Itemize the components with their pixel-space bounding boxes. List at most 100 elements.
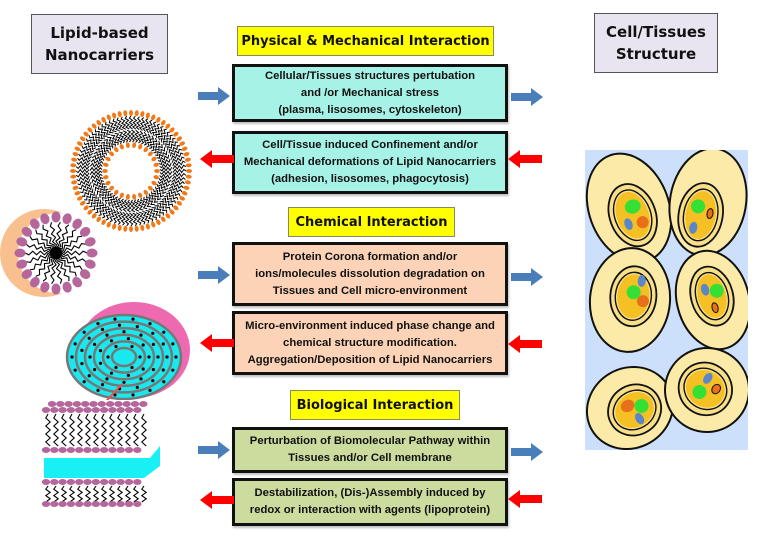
- lipid-head: [87, 127, 93, 133]
- lipid-dot: [147, 355, 151, 359]
- lipid-tail: [159, 170, 173, 176]
- lipid-dot: [174, 355, 178, 359]
- lipid-head: [66, 447, 76, 453]
- lipid-tail: [101, 124, 111, 135]
- lipid-dot: [105, 333, 109, 337]
- lipid-head: [179, 141, 185, 146]
- lipid-tail: [77, 156, 91, 164]
- forward-arrow-icon: [198, 266, 230, 284]
- lipid-head: [86, 248, 98, 258]
- lipid-head: [160, 216, 166, 222]
- lipid-dot: [109, 339, 114, 343]
- lipid-tail: [92, 413, 100, 447]
- lamella-ring: [101, 340, 147, 374]
- lipid-tail: [159, 162, 172, 169]
- lipid-tail: [105, 121, 114, 134]
- lipid-head: [151, 156, 157, 162]
- lipid-head: [72, 152, 79, 157]
- organelle: [624, 199, 641, 214]
- lipid-head: [176, 200, 182, 206]
- lipid-dot: [131, 317, 135, 321]
- lipid-head: [62, 213, 72, 225]
- lipid-tail: [163, 194, 176, 204]
- lipid-tail: [90, 158, 104, 165]
- lipid-tail: [52, 485, 60, 503]
- lipid-head: [113, 189, 119, 195]
- lipid-head: [75, 501, 84, 507]
- lipid-dot: [113, 317, 117, 321]
- tissue-cells-illustration: [585, 150, 748, 450]
- lipid-head: [165, 123, 171, 129]
- lipid-dot: [141, 367, 145, 371]
- lipid-tail: [35, 256, 55, 277]
- lipid-dot: [114, 365, 118, 370]
- lipid-head: [14, 248, 26, 258]
- lipid-tail: [165, 191, 179, 200]
- lipid-dot: [126, 336, 130, 341]
- lipid-head: [124, 447, 134, 453]
- lipid-tail: [78, 182, 92, 190]
- lipid-dot: [148, 388, 152, 392]
- tissue-cell: [664, 347, 748, 433]
- lipid-head: [125, 194, 130, 200]
- lipid-nanocarriers-header: Lipid-based Nanocarriers: [31, 14, 168, 74]
- lipid-tail: [92, 180, 105, 188]
- lipid-tail: [142, 210, 150, 224]
- lipid-tail: [118, 131, 126, 144]
- lipid-tail: [124, 115, 130, 130]
- lipid-tail: [172, 171, 187, 178]
- lipid-dot: [122, 380, 126, 384]
- lipid-head: [179, 196, 185, 201]
- lipid-tail: [59, 254, 77, 277]
- lipid-head: [41, 479, 51, 485]
- lipid-head: [133, 501, 142, 507]
- forward-arrow-icon: [511, 443, 543, 461]
- lipid-tail: [158, 177, 172, 184]
- lipid-head: [83, 479, 92, 485]
- lipid-head: [21, 226, 33, 237]
- lipid-head: [16, 237, 28, 247]
- lipid-tail: [100, 141, 111, 151]
- lipid-tail: [49, 222, 58, 250]
- forward-arrow-icon: [511, 268, 543, 286]
- lipid-head: [79, 269, 91, 280]
- lipid-tail: [133, 129, 140, 143]
- lipid-tail: [156, 183, 169, 191]
- lipid-tail: [86, 194, 97, 204]
- lipid-tail: [138, 117, 146, 131]
- lipid-head: [183, 152, 190, 157]
- lipid-tail: [89, 170, 103, 176]
- lipid-tail: [98, 126, 108, 137]
- organelle: [620, 399, 635, 413]
- lipid-head: [84, 259, 96, 269]
- lipid-tail: [25, 243, 53, 254]
- lipid-tail: [171, 175, 186, 182]
- lipid-tail: [116, 211, 124, 225]
- lipid-tail: [135, 116, 142, 131]
- lipid-head: [16, 259, 28, 269]
- lipid-head: [119, 143, 124, 150]
- lipid-dot: [131, 393, 135, 397]
- lipid-tail: [78, 152, 92, 160]
- lipid-dot: [162, 330, 166, 334]
- lipid-head: [51, 211, 61, 223]
- organelle: [634, 398, 649, 413]
- lipid-tail: [86, 138, 99, 148]
- lipid-tail: [170, 182, 184, 190]
- lipid-tail: [114, 197, 122, 211]
- lipid-head: [70, 163, 77, 168]
- lipid-tail: [68, 485, 76, 503]
- lipid-tail: [126, 199, 132, 213]
- lipid-tail: [50, 256, 58, 284]
- lipid-head: [125, 142, 130, 148]
- lipid-head: [105, 180, 111, 186]
- lipid-head: [50, 501, 59, 507]
- lipid-head: [140, 111, 145, 118]
- biological-reverse-text: Destabilization, (Dis-)Assembly induced …: [249, 487, 491, 516]
- lipid-head: [102, 162, 109, 167]
- lipid-tail: [148, 208, 157, 221]
- lipid-head: [72, 276, 83, 288]
- lipid-head: [91, 213, 97, 219]
- lipid-head: [70, 174, 77, 179]
- lipid-tail: [112, 118, 120, 132]
